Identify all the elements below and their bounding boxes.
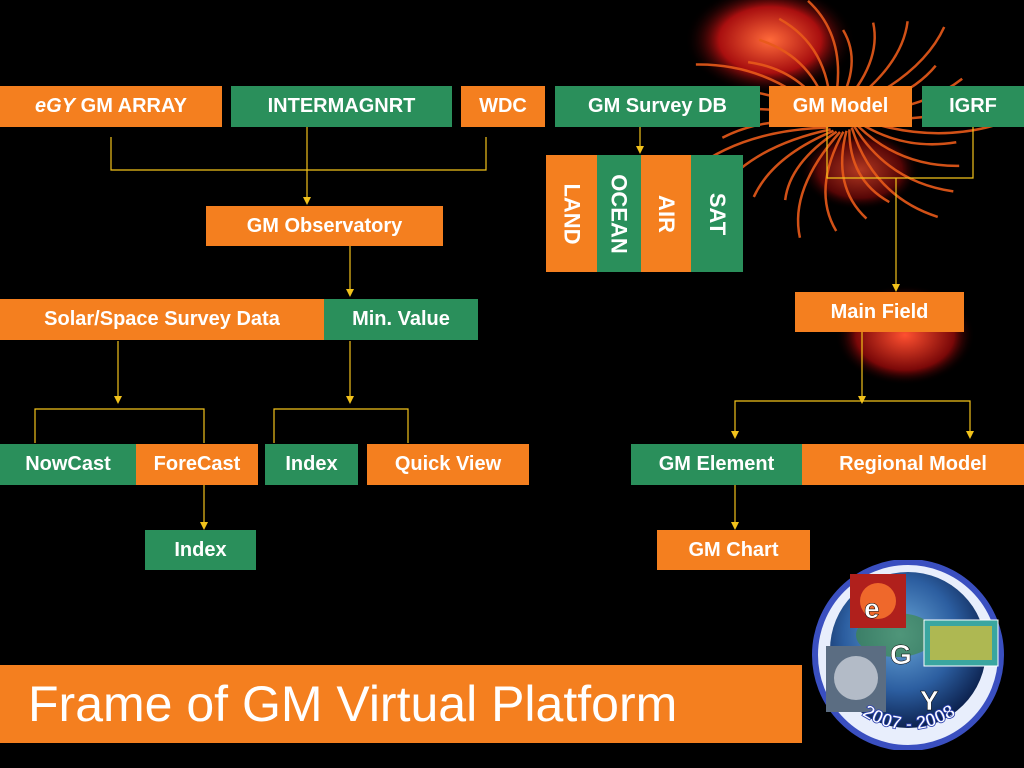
air-box: AIR [641, 155, 691, 272]
slide-title: Frame of GM Virtual Platform [0, 665, 802, 743]
solar-space-survey-data-box: Solar/Space Survey Data [0, 299, 324, 340]
gm-model-box: GM Model [769, 86, 912, 127]
burst-ray [853, 121, 960, 168]
logo-letter-e: e [864, 593, 880, 624]
gm-observatory-box: GM Observatory [206, 206, 443, 246]
gm-array-label: GM ARRAY [75, 95, 187, 117]
egy-label: eGY [35, 95, 76, 117]
regional-model-box: Regional Model [802, 444, 1024, 485]
burst-ray [852, 124, 954, 193]
gm-chart-box: GM Chart [657, 530, 810, 570]
burst-ray [783, 130, 838, 201]
wdc-box: WDC [461, 86, 545, 127]
intermagnrt-box: INTERMAGNRT [231, 86, 452, 127]
quick-view-box: Quick View [367, 444, 529, 485]
sat-label: SAT [705, 192, 730, 235]
burst-ray [824, 131, 845, 232]
gm-element-box: GM Element [631, 444, 802, 485]
ocean-label: OCEAN [607, 173, 633, 254]
min-value-box: Min. Value [324, 299, 478, 340]
burst-ray [796, 131, 841, 238]
egy-logo: e G Y 2007 - 2008 [812, 560, 1004, 750]
index-bottom-box: Index [145, 530, 256, 570]
burst-ray [848, 129, 890, 204]
air-label: AIR [653, 194, 679, 233]
main-field-box: Main Field [795, 292, 964, 332]
egy-gm-array-box: eGY GM ARRAY [0, 86, 222, 127]
burst-ray [840, 130, 868, 220]
nowcast-box: NowCast [0, 444, 136, 485]
sat-box: SAT [691, 155, 743, 272]
logo-letter-g: G [890, 639, 912, 670]
igrf-box: IGRF [922, 86, 1024, 127]
land-label: LAND [559, 182, 585, 245]
forecast-box: ForeCast [136, 444, 258, 485]
burst-ray [752, 129, 834, 198]
logo-letter-y: Y [920, 685, 939, 716]
index-box: Index [265, 444, 358, 485]
land-box: LAND [546, 155, 597, 272]
ocean-box: OCEAN [597, 155, 641, 272]
gm-survey-db-box: GM Survey DB [555, 86, 760, 127]
burst-ray [850, 127, 939, 219]
